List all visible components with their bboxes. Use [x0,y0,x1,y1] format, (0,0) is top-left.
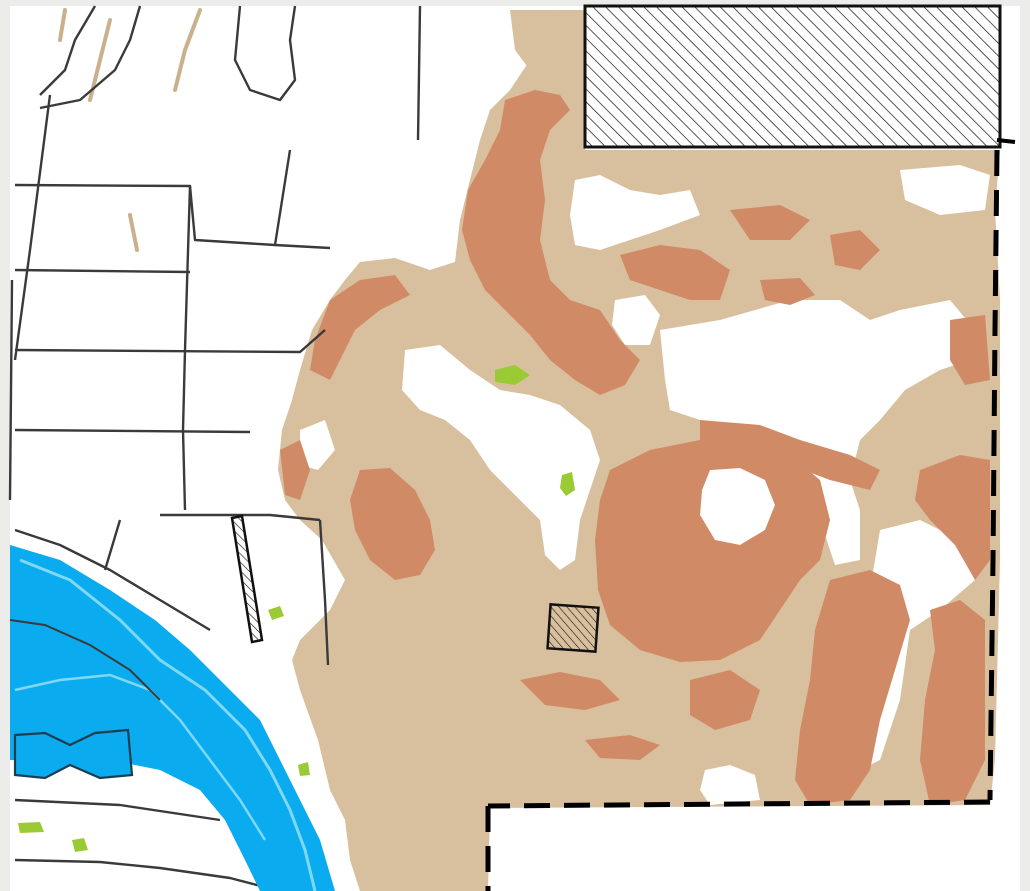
ridge-top-right [620,245,730,300]
ridge-top-mid-b [830,230,880,270]
ridge-far-right-lower [920,600,985,805]
ridge-left-edge-small [280,440,310,500]
terrain-faint-strokes [58,8,202,252]
road-sw-1 [14,528,211,632]
river-island [13,728,134,780]
veg-patch-5 [72,838,88,852]
ridge-small-right-upper [950,315,990,385]
ridge-center-ring [595,440,830,662]
road-block-top [14,149,292,247]
road-block-h5 [160,513,321,522]
boundary-ne-corner [996,138,1016,144]
ridge-left-arc [462,90,640,395]
road-nw-curve-2 [39,5,142,110]
road-vertical-a [13,94,52,361]
terrain-dark-zones [280,90,990,805]
road-block-h1 [274,243,331,250]
veg-patch-3 [268,606,284,620]
veg-patch-1 [495,365,530,385]
clearing-center-right [660,300,975,565]
clearing-mid [612,295,660,345]
veg-patch-6 [298,762,310,776]
ridge-left-lobe [350,468,435,580]
ridge-left-strip [310,275,410,380]
river-water [10,545,335,891]
clearing-top [570,175,700,250]
river-bank-highlight [19,558,317,891]
veg-patch-2 [560,472,575,496]
river-bank-highlight-2 [14,673,267,841]
ridge-top-mid-a [730,205,810,240]
road-block-h4 [14,428,251,434]
river [9,545,335,891]
river-edge-line [9,619,161,701]
ridge-mid-right-band [700,420,880,490]
road-bottom-curve-2 [14,798,221,822]
ridge-top-mid-c [760,278,815,305]
road-network [8,5,422,891]
boundary-east [987,149,1000,801]
road-sw-2 [103,519,122,571]
ridge-bottom-mid [690,670,760,730]
road-left-edge [8,279,14,501]
veg-patch-4 [18,822,44,833]
road-nw-curve [39,5,97,96]
clearing-bottom [700,765,760,805]
terrain-light-upper-sliver [510,10,560,70]
ridge-bottom-center [520,672,620,710]
road-bottom-curve [14,858,281,891]
clearing-left-edge [300,420,335,470]
road-vertical-b [318,519,330,666]
road-block-v1 [181,185,192,511]
dashed-boundary [485,149,1000,891]
hatched-area-ne [583,4,1002,149]
hatched-area-small-square [546,603,600,653]
vegetation-patches [18,365,575,852]
clearing-left [402,345,600,570]
boundary-south [487,799,991,809]
hatched-areas [230,4,1002,653]
road-block-h3 [14,329,326,354]
ridge-small-bottom [585,735,660,760]
clearing-top-right [900,165,990,215]
road-vertical-mid [416,5,422,141]
clearing-inner-ring [700,468,775,545]
ridge-right-large [795,570,910,805]
ridge-right-edge [915,455,990,580]
road-loop [233,5,297,102]
hatched-strip [230,514,264,644]
road-block-h2 [14,268,191,274]
